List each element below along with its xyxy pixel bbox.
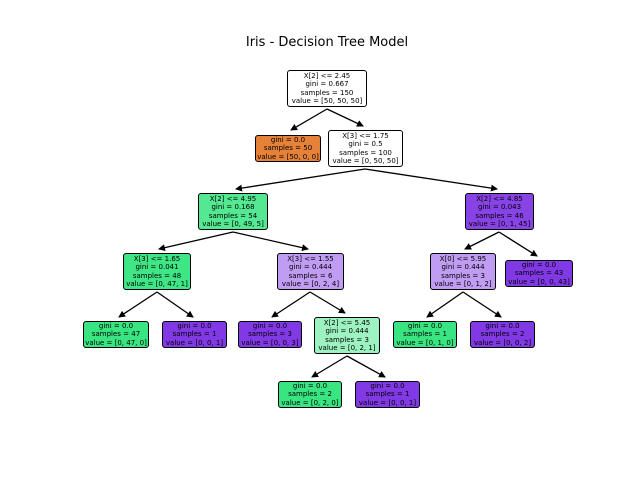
node-line: gini = 0.043 xyxy=(477,203,522,212)
node-line: X[2] <= 4.95 xyxy=(209,194,257,203)
node-line: samples = 6 xyxy=(288,271,333,280)
node-line: samples = 3 xyxy=(325,335,369,344)
node-line: samples = 3 xyxy=(248,330,292,339)
tree-node-leaf-virg-1a: gini = 0.0 samples = 1 value = [0, 0, 1] xyxy=(162,321,227,348)
tree-edge xyxy=(311,355,348,378)
node-line: gini = 0.041 xyxy=(135,263,179,272)
tree-node-leaf-vers-47: gini = 0.0 samples = 47 value = [0, 47, … xyxy=(83,321,149,348)
figure-title: Iris - Decision Tree Model xyxy=(245,35,409,50)
tree-node-leaf-vers-1: gini = 0.0 samples = 1 value = [0, 1, 0] xyxy=(393,321,457,348)
node-line: gini = 0.0 xyxy=(252,321,288,330)
tree-edge xyxy=(462,291,502,318)
node-line: value = [0, 0, 1] xyxy=(358,398,417,407)
node-line: value = [0, 0, 1] xyxy=(165,338,224,347)
node-line: samples = 2 xyxy=(288,390,332,399)
tree-edge xyxy=(118,291,158,318)
node-line: value = [0, 47, 0] xyxy=(85,338,147,347)
node-line: value = [0, 0, 43] xyxy=(508,277,570,286)
node-line: value = [0, 2, 1] xyxy=(318,343,376,352)
node-line: samples = 1 xyxy=(365,390,410,399)
tree-node-leaf-vers-2: gini = 0.0 samples = 2 value = [0, 2, 0] xyxy=(278,381,342,408)
node-line: value = [0, 0, 2] xyxy=(473,338,532,347)
tree-edge xyxy=(309,291,346,314)
node-line: samples = 150 xyxy=(300,88,354,97)
node-line: samples = 54 xyxy=(208,211,258,220)
node-line: value = [0, 1, 0] xyxy=(396,338,454,347)
node-line: gini = 0.0 xyxy=(521,260,557,269)
node-line: X[2] <= 5.45 xyxy=(323,318,371,327)
node-line: value = [0, 2, 0] xyxy=(281,398,339,407)
node-line: gini = 0.0 xyxy=(370,381,405,390)
tree-node-leaf-setosa-50: gini = 0.0 samples = 50 value = [50, 0, … xyxy=(255,135,321,162)
tree-edge xyxy=(364,168,498,192)
tree-node-split-x2-485: X[2] <= 4.85 gini = 0.043 samples = 46 v… xyxy=(465,193,534,230)
node-line: samples = 1 xyxy=(403,330,447,339)
tree-node-split-x0-595: X[0] <= 5.95 gini = 0.444 samples = 3 va… xyxy=(430,253,496,290)
node-line: samples = 46 xyxy=(475,211,524,220)
node-line: value = [0, 47, 1] xyxy=(126,279,188,288)
node-line: gini = 0.444 xyxy=(288,263,333,272)
tree-edge xyxy=(346,355,386,378)
tree-node-root: X[2] <= 2.45 gini = 0.667 samples = 150 … xyxy=(287,70,367,107)
node-line: X[3] <= 1.65 xyxy=(133,254,181,263)
node-line: samples = 47 xyxy=(91,330,141,339)
node-line: gini = 0.444 xyxy=(325,327,369,336)
node-line: gini = 0.444 xyxy=(441,263,485,272)
tree-node-split-x2-495: X[2] <= 4.95 gini = 0.168 samples = 54 v… xyxy=(198,193,268,230)
node-line: gini = 0.667 xyxy=(305,80,349,89)
node-line: X[3] <= 1.55 xyxy=(287,254,334,263)
node-line: X[0] <= 5.95 xyxy=(439,254,487,263)
node-line: samples = 1 xyxy=(172,330,217,339)
node-line: gini = 0.5 xyxy=(348,140,383,149)
tree-node-split-x3-175: X[3] <= 1.75 gini = 0.5 samples = 100 va… xyxy=(328,130,403,167)
tree-node-split-x2-545: X[2] <= 5.45 gini = 0.444 samples = 3 va… xyxy=(314,317,380,354)
tree-node-leaf-virg-3: gini = 0.0 samples = 3 value = [0, 0, 3] xyxy=(238,321,302,348)
node-line: X[2] <= 4.85 xyxy=(476,194,523,203)
tree-edge xyxy=(326,108,364,127)
node-line: gini = 0.0 xyxy=(407,321,443,330)
node-line: value = [0, 50, 50] xyxy=(332,156,399,165)
node-line: samples = 3 xyxy=(441,271,485,280)
node-line: samples = 43 xyxy=(514,269,564,278)
tree-edge xyxy=(271,291,311,318)
node-line: value = [0, 1, 45] xyxy=(468,219,531,228)
tree-node-split-x3-155: X[3] <= 1.55 gini = 0.444 samples = 6 va… xyxy=(277,253,344,290)
node-line: gini = 0.0 xyxy=(485,321,520,330)
node-line: samples = 50 xyxy=(263,144,313,153)
node-line: gini = 0.0 xyxy=(177,321,212,330)
tree-edge xyxy=(498,231,538,257)
node-line: gini = 0.168 xyxy=(211,203,255,212)
tree-edge xyxy=(158,231,234,252)
node-line: gini = 0.0 xyxy=(292,381,328,390)
node-line: value = [50, 50, 50] xyxy=(291,96,363,105)
node-line: X[3] <= 1.75 xyxy=(342,131,389,140)
node-line: samples = 48 xyxy=(132,271,182,280)
node-line: samples = 100 xyxy=(339,148,392,157)
node-line: value = [0, 1, 2] xyxy=(434,279,492,288)
node-line: gini = 0.0 xyxy=(270,135,306,144)
tree-edge xyxy=(290,108,328,131)
node-line: X[2] <= 2.45 xyxy=(303,71,351,80)
tree-edge xyxy=(235,168,366,192)
node-line: gini = 0.0 xyxy=(98,321,134,330)
tree-edge xyxy=(426,291,464,318)
tree-node-split-x3-165: X[3] <= 1.65 gini = 0.041 samples = 48 v… xyxy=(123,253,191,290)
tree-node-leaf-virg-1b: gini = 0.0 samples = 1 value = [0, 0, 1] xyxy=(355,381,420,408)
tree-edge xyxy=(156,291,194,318)
tree-node-leaf-virg-2: gini = 0.0 samples = 2 value = [0, 0, 2] xyxy=(470,321,535,348)
tree-edge xyxy=(232,231,309,252)
node-line: value = [50, 0, 0] xyxy=(257,152,319,161)
node-line: samples = 2 xyxy=(480,330,525,339)
node-line: value = [0, 49, 5] xyxy=(202,219,264,228)
tree-edge xyxy=(464,231,500,250)
node-line: value = [0, 0, 3] xyxy=(241,338,299,347)
tree-node-leaf-virg-43: gini = 0.0 samples = 43 value = [0, 0, 4… xyxy=(505,260,573,287)
node-line: value = [0, 2, 4] xyxy=(281,279,340,288)
